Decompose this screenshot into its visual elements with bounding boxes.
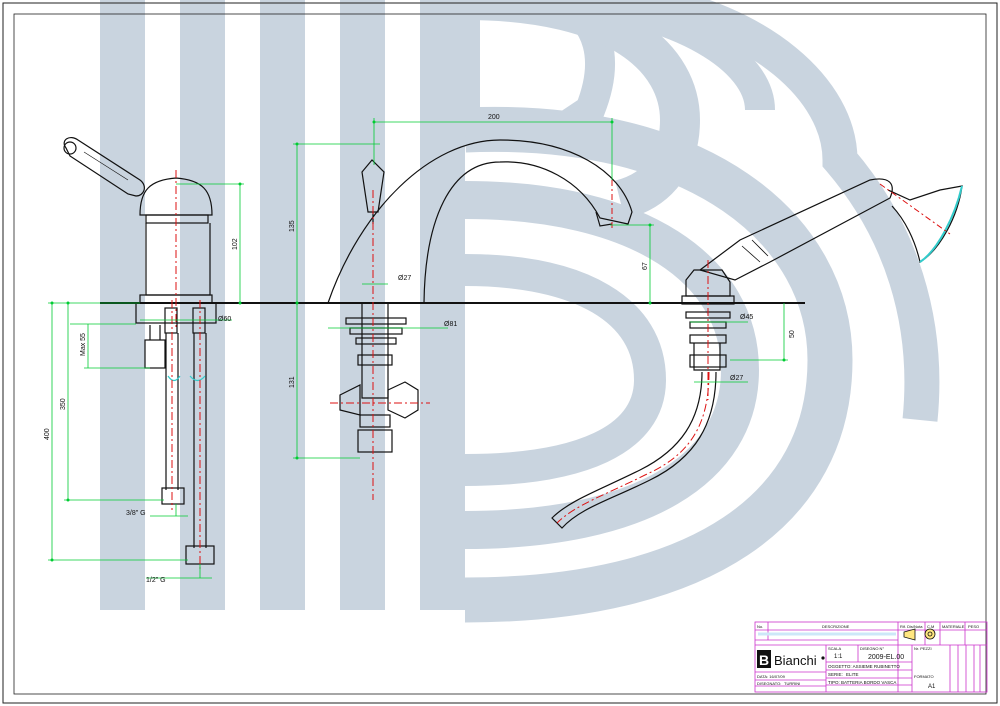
dia-45: Ø45	[740, 314, 753, 321]
tb-drawn-label: DISEGNATO:	[757, 681, 781, 686]
thread-38: 3/8" G	[126, 510, 146, 517]
title-block	[754, 621, 988, 693]
tb-drawn-by: TURRINI	[784, 681, 800, 686]
tb-format-value: A1	[928, 684, 936, 690]
dim-102: 102	[232, 238, 239, 250]
tb-series-label: SERIE:	[828, 672, 843, 677]
tb-no-label: No.	[757, 624, 763, 629]
dimension-lines	[48, 118, 788, 579]
tb-rev-label: Rif. Dis/Nota	[900, 624, 923, 629]
dim-200: 200	[488, 114, 500, 121]
dia-60: Ø60	[218, 316, 231, 323]
dia-27-holder: Ø27	[730, 375, 743, 382]
brand-logo: B Bianchi	[757, 650, 825, 668]
projection-symbol	[903, 628, 936, 641]
tb-pieces-label: Nr. PEZZI	[914, 646, 932, 651]
tb-format-label: FORMATO	[914, 674, 934, 679]
tb-object: OGGETTO: ASSIEME RUBINETTO	[828, 664, 900, 669]
dim-131: 131	[289, 376, 296, 388]
tb-date: DATA: 16/07/09	[757, 674, 786, 679]
tb-cm-label: C.M	[927, 624, 934, 629]
tb-series-value: ELITE	[846, 672, 859, 677]
dim-135: 135	[289, 220, 296, 232]
tb-material-label: MATERIALE	[942, 624, 965, 629]
thread-12: 1/2" G	[146, 577, 166, 584]
tb-desc-label: DESCRIZIONE	[822, 624, 850, 629]
dim-50: 50	[789, 330, 796, 338]
dim-max55: Max 55	[80, 333, 87, 356]
tb-scale-label: SCALA	[828, 646, 841, 651]
tb-drawing-label: DISEGNO N°	[860, 646, 884, 651]
tb-drawing-value: 2009-EL.00	[868, 654, 904, 661]
dimension-ticks	[50, 120, 786, 562]
brand-letter: B	[759, 652, 769, 668]
dim-400: 400	[44, 428, 51, 440]
tb-type: TIPO: BATTERIA BORDO VASCA	[828, 680, 896, 685]
dim-350: 350	[60, 398, 67, 410]
watermark-logo	[100, 0, 940, 623]
tb-weight-label: PESO	[968, 624, 979, 629]
tb-scale-value: 1:1	[834, 654, 843, 660]
brand-name: Bianchi	[774, 653, 817, 668]
shower-head-centerline	[879, 183, 951, 235]
shower-hose-centerline	[556, 371, 710, 524]
inner-border	[13, 13, 987, 695]
dia-27-spout: Ø27	[398, 275, 411, 282]
dia-81: Ø81	[444, 321, 457, 328]
dim-67: 67	[642, 262, 649, 270]
